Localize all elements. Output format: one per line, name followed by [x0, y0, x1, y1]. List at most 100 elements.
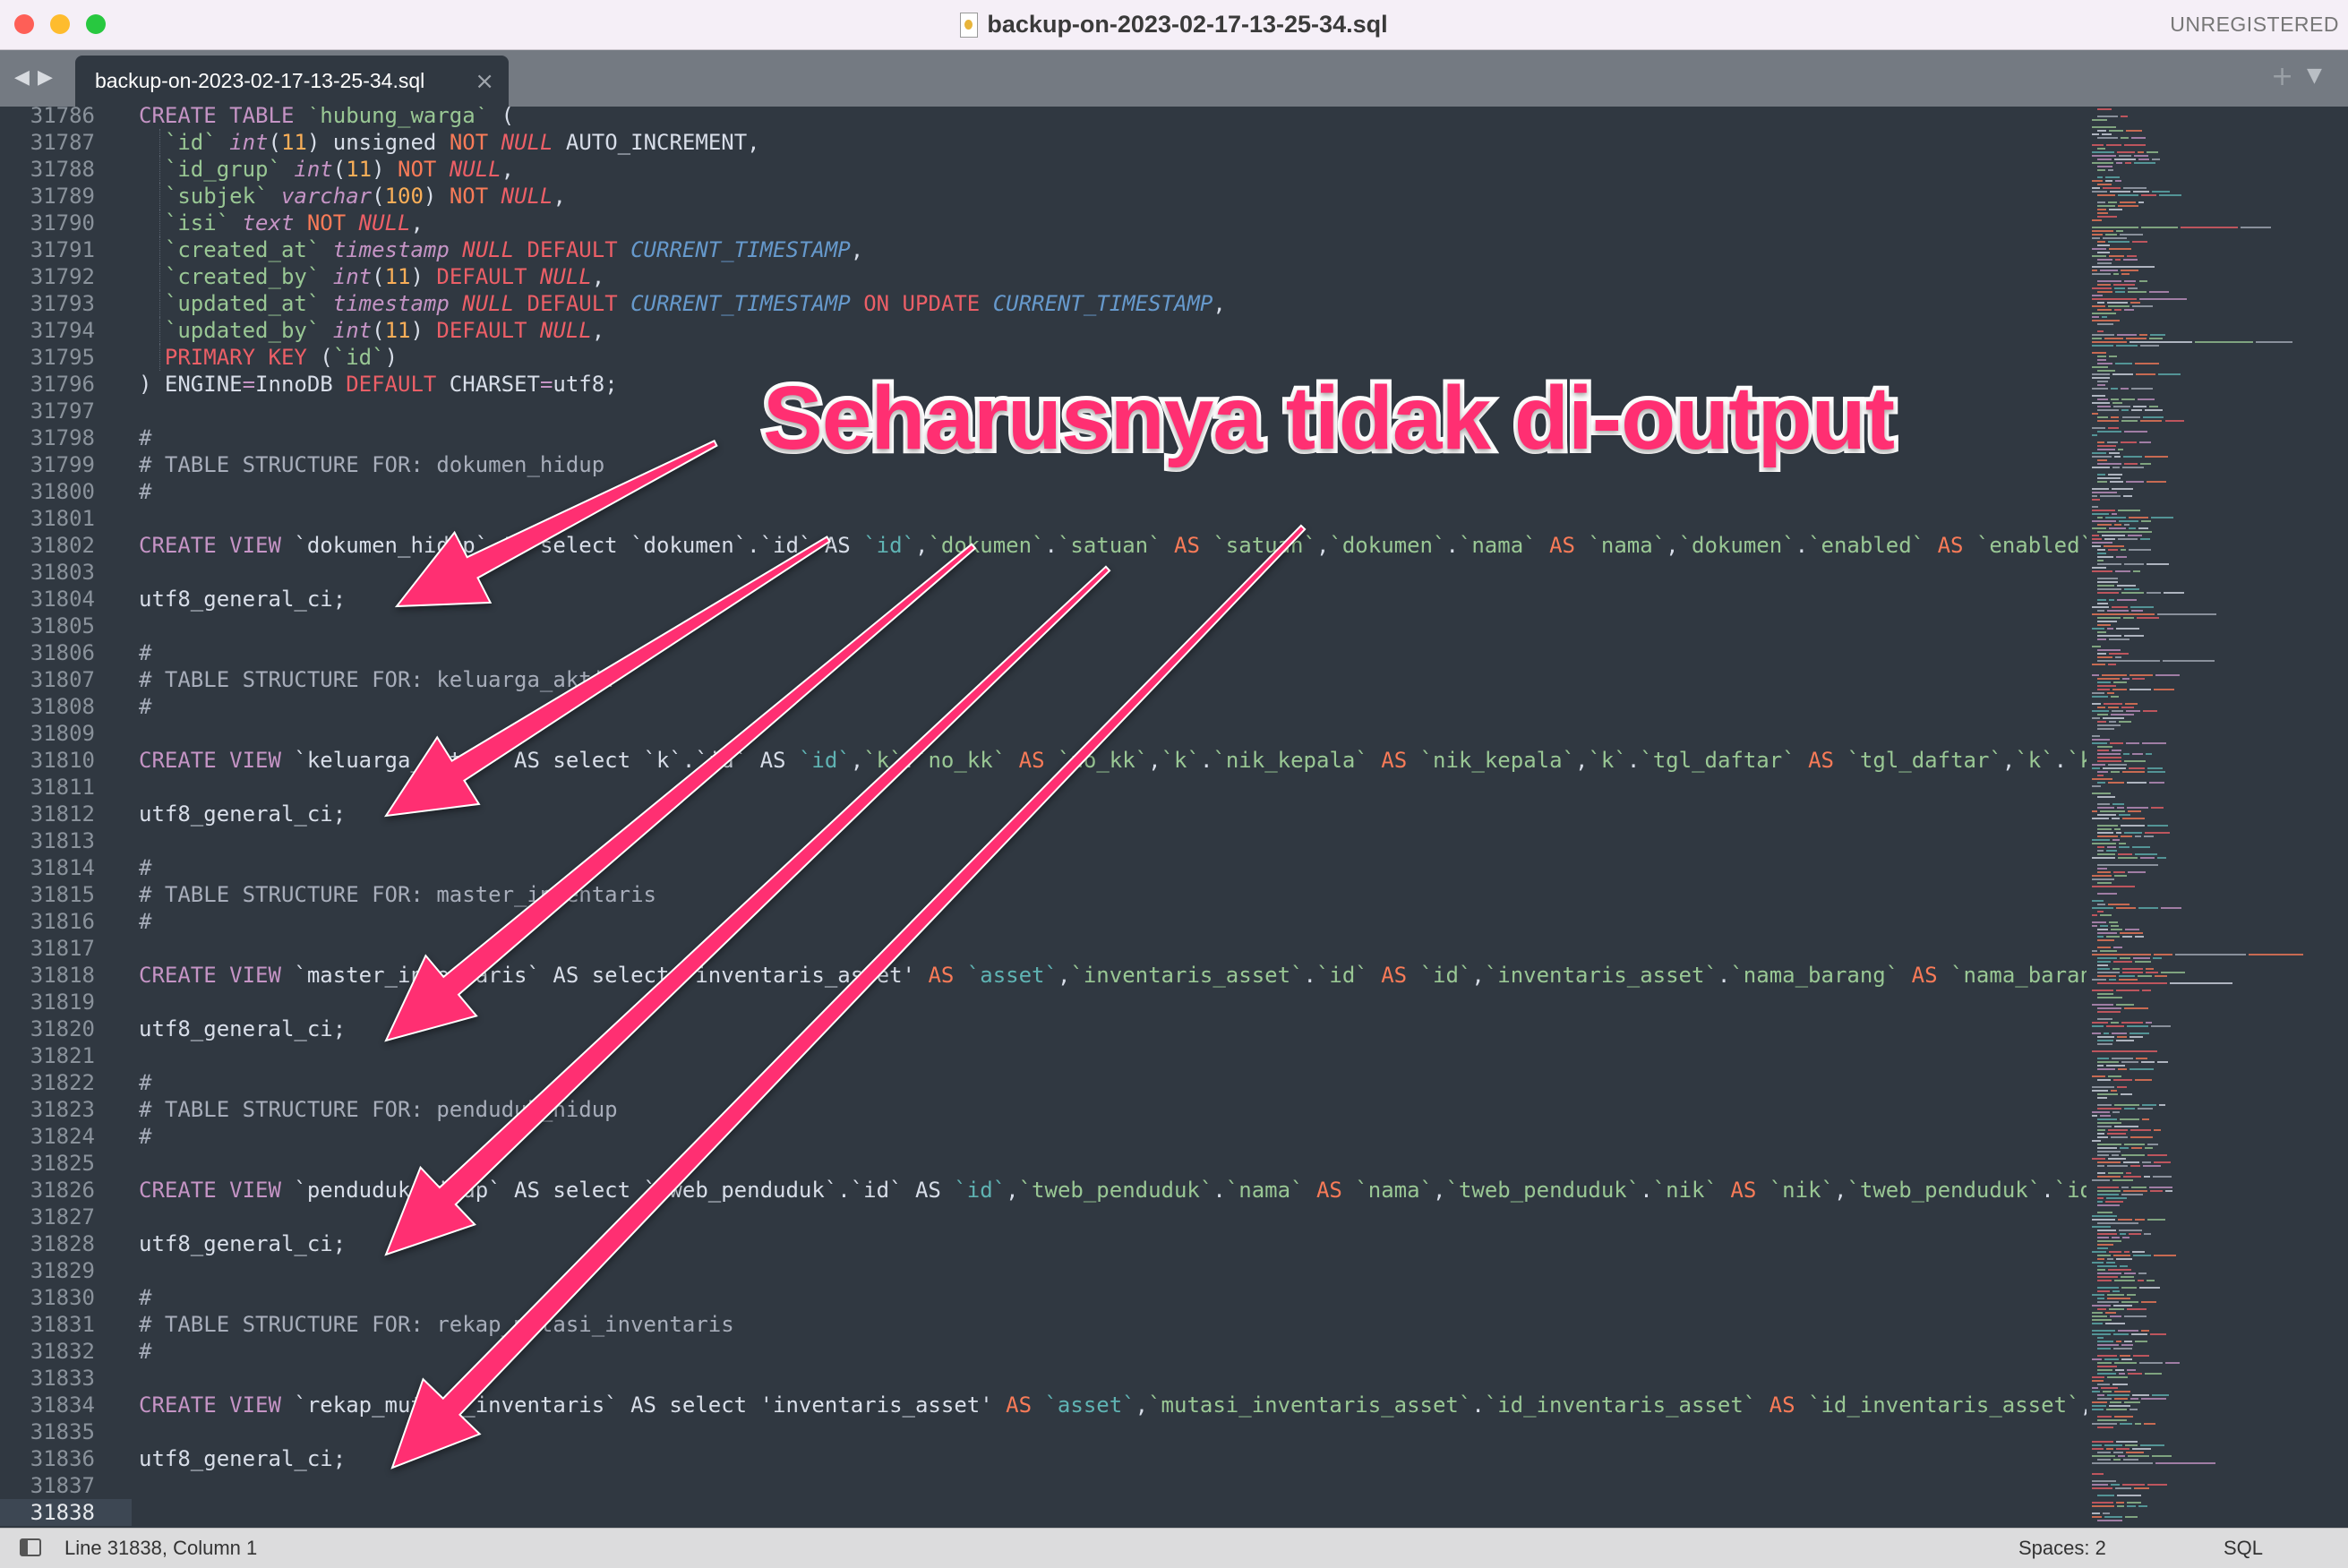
line-number: 31821 [30, 1043, 95, 1068]
minimap-line [2112, 1384, 2129, 1385]
minimap-line [2097, 975, 2116, 977]
minimap-line [2092, 1315, 2107, 1317]
minimap-line [2134, 853, 2157, 855]
line-number: 31813 [30, 828, 95, 853]
minimap-line [2112, 1111, 2121, 1113]
minimap-line [2107, 1294, 2124, 1296]
minimap-line [2092, 234, 2104, 236]
minimap-line [2097, 1129, 2105, 1131]
triangle-left-icon[interactable]: ◀ [14, 66, 30, 89]
minimap-line [2112, 1058, 2133, 1059]
minimize-window-button[interactable] [50, 14, 70, 34]
minimap-line [2103, 717, 2124, 719]
tab-menu-chevron-down-icon[interactable]: ▼ [2307, 64, 2322, 87]
minimap-line [2111, 925, 2120, 927]
minimap-line [2145, 1022, 2152, 1024]
minimap-line [2097, 714, 2109, 715]
code-line: `created_by` int(11) DEFAULT NULL, [164, 264, 605, 289]
tab-backup-sql[interactable]: backup-on-2023-02-17-13-25-34.sql × [75, 56, 509, 107]
minimap-line [2117, 449, 2124, 450]
minimap-line [2092, 921, 2106, 923]
minimap-line [2121, 771, 2145, 773]
close-window-button[interactable] [14, 14, 34, 34]
code-line: utf8_general_ci; [139, 1016, 347, 1041]
minimap-line [2097, 1520, 2122, 1521]
minimap-line [2126, 782, 2147, 784]
minimap-line [2121, 592, 2145, 594]
line-number: 31822 [30, 1070, 95, 1095]
minimap-line [2092, 366, 2108, 368]
minimap-line [2122, 678, 2129, 680]
code-line: utf8_general_ci; [139, 801, 347, 827]
line-number: 31806 [30, 640, 95, 665]
minimap-line [2116, 628, 2139, 630]
minimap-line [2097, 1419, 2127, 1421]
minimap-line [2106, 628, 2114, 630]
minimap-line [2092, 495, 2098, 497]
minimap-line [2108, 599, 2115, 601]
minimap-line [2092, 613, 2155, 615]
minimap-line [2097, 1058, 2110, 1059]
minimap-line [2109, 1401, 2121, 1403]
sql-file-icon [960, 12, 979, 38]
minimap-line [2118, 1068, 2128, 1070]
annotation-callout-text: Seharusnya tidak di-output [758, 364, 1899, 473]
minimap-line [2097, 241, 2105, 243]
minimap-line [2123, 431, 2148, 433]
line-number: 31799 [30, 452, 95, 477]
minimap-line [2104, 538, 2116, 540]
minimap-line [2130, 137, 2146, 139]
minimap-line [2138, 280, 2147, 282]
minimap-line [2117, 1455, 2125, 1457]
minimap-line [2097, 893, 2117, 895]
zoom-window-button[interactable] [86, 14, 106, 34]
minimap-line [2097, 904, 2105, 905]
minimap-line [2139, 1444, 2164, 1446]
minimap-line [2113, 875, 2128, 877]
minimap-line [2092, 710, 2109, 712]
minimap-line [2106, 692, 2114, 694]
minimap-line [2138, 1287, 2160, 1289]
minimap-line [2123, 1315, 2147, 1317]
minimap-line [2097, 1043, 2113, 1045]
minimap-line [2106, 1197, 2128, 1199]
minimap-line [2164, 592, 2185, 594]
minimap-line [2123, 1341, 2133, 1342]
minimap-line [2152, 191, 2171, 193]
triangle-right-icon[interactable]: ▶ [38, 66, 53, 89]
line-number: 31818 [30, 963, 95, 988]
minimap-line [2092, 510, 2115, 511]
minimap-line [2097, 1093, 2119, 1095]
minimap-line [2092, 764, 2106, 766]
minimap[interactable] [2087, 107, 2348, 1528]
sidebar-toggle-icon[interactable] [20, 1538, 41, 1556]
minimap-line [2092, 298, 2137, 300]
close-tab-icon[interactable]: × [475, 68, 494, 95]
cursor-position: Line 31838, Column 1 [64, 1537, 258, 1559]
line-number: 31812 [30, 801, 95, 827]
syntax-selector[interactable]: SQL [2224, 1537, 2264, 1559]
minimap-line [2097, 882, 2112, 884]
line-number: 31808 [30, 694, 95, 719]
minimap-line [2097, 1065, 2104, 1067]
minimap-line [2097, 384, 2105, 386]
minimap-line [2114, 259, 2121, 261]
minimap-line [2113, 1305, 2132, 1307]
minimap-line [2158, 194, 2182, 196]
minimap-line [2092, 499, 2101, 501]
code-line: # TABLE STRUCTURE FOR: master_inventaris [139, 882, 656, 907]
minimap-line [2133, 1255, 2152, 1256]
indentation-selector[interactable]: Spaces: 2 [2018, 1537, 2106, 1559]
minimap-line [2097, 205, 2116, 207]
tab-label: backup-on-2023-02-17-13-25-34.sql [95, 69, 425, 92]
minimap-line [2131, 388, 2154, 390]
minimap-line [2124, 463, 2138, 465]
minimap-line [2092, 878, 2115, 880]
minimap-line [2118, 1373, 2125, 1375]
line-number: 31786 [30, 107, 95, 128]
minimap-line [2147, 1280, 2155, 1281]
indent-guide [159, 317, 160, 344]
new-tab-button[interactable]: + [2271, 61, 2294, 92]
minimap-line [2092, 527, 2107, 529]
